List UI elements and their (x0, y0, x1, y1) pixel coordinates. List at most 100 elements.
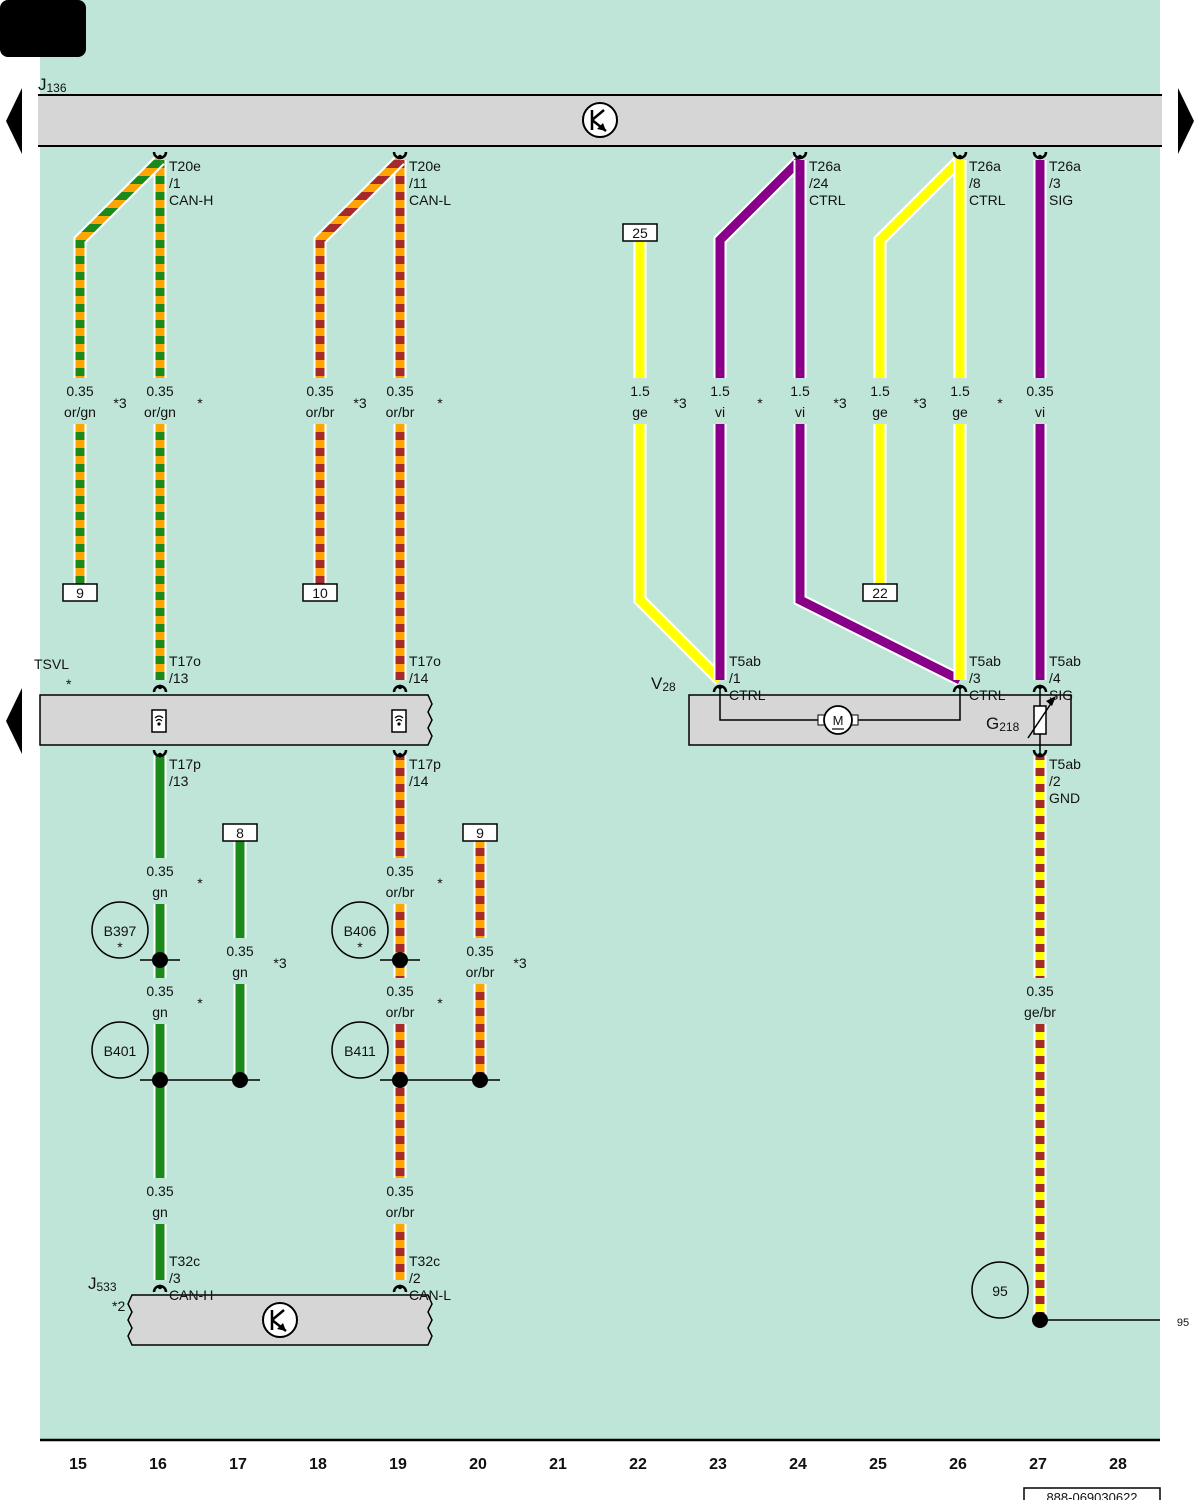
wire-size: 1.5 (630, 383, 650, 399)
wire-note: * (197, 395, 203, 411)
j136-label: J136 (38, 75, 67, 95)
connector-id: T26a (809, 158, 841, 174)
wire-color: ge (952, 404, 968, 420)
splice-circle (91, 901, 149, 959)
wire-size: 0.35 (146, 863, 173, 879)
wire-note: * (197, 875, 203, 891)
page-prev-arrow-icon[interactable] (6, 88, 22, 154)
j533-marker: *2 (112, 1298, 125, 1314)
wire-label-bg (218, 938, 262, 984)
separation-point-icon (151, 709, 167, 733)
junction-dot (1032, 1312, 1048, 1328)
wire-color: or/br (386, 1204, 415, 1220)
junction-dot (472, 1072, 488, 1088)
connector-pin: /1 (169, 175, 181, 191)
connector-pin: /24 (809, 175, 829, 191)
connector-id: T26a (969, 158, 1001, 174)
connector-id: T5ab (1049, 756, 1081, 772)
separation-point-icon-2 (391, 709, 407, 733)
wire-color: vi (715, 404, 725, 420)
wire-label-bg (458, 938, 502, 984)
wire-size: 0.35 (386, 383, 413, 399)
column-number: 19 (389, 1456, 407, 1473)
column-number: 21 (549, 1456, 567, 1473)
wire-label-bg (938, 378, 982, 424)
splice-name: B397 (104, 923, 137, 939)
connector-pin: /13 (169, 670, 189, 686)
column-number: 24 (789, 1456, 807, 1473)
reference-number: 8 (236, 825, 244, 841)
connector-pin-dot (157, 154, 163, 160)
column-number: 16 (149, 1456, 167, 1473)
motor-icon: M (817, 705, 859, 735)
connector-pin: /11 (409, 175, 428, 191)
wire-label-bg (618, 378, 662, 424)
connector-pin-dot (1037, 684, 1043, 690)
column-number: 23 (709, 1456, 727, 1473)
connector-pin-dot (157, 684, 163, 690)
connector-pin: /13 (169, 773, 189, 789)
connector-id: T32c (409, 1253, 440, 1269)
connector-id: T5ab (1049, 653, 1081, 669)
wire-color: or/br (386, 1004, 415, 1020)
component-j136[interactable] (38, 94, 1162, 147)
connector-pin-dot (717, 684, 723, 690)
connector-id: T17o (169, 653, 201, 669)
component-v28-g218[interactable]: M (688, 686, 1072, 756)
wire-size: 0.35 (146, 1183, 173, 1199)
wire-labels-layer: 0.35or/gn*30.35or/gn*0.35or/br*30.35or/b… (58, 378, 1062, 1224)
connector-id: T17o (409, 653, 441, 669)
wire-color: or/br (386, 404, 415, 420)
page-next-arrow-icon[interactable] (1178, 88, 1194, 154)
wire-label-bg (378, 978, 422, 1024)
wire-note: * (997, 395, 1003, 411)
wire-label-bg (58, 378, 102, 424)
wire-label-bg (138, 1178, 182, 1224)
connector-id: T17p (409, 756, 441, 772)
wire-size: 0.35 (146, 983, 173, 999)
connector-signal: CAN-H (169, 1287, 213, 1303)
reference-number: 22 (872, 585, 888, 601)
wire-label-bg (698, 378, 742, 424)
column-number: 15 (69, 1456, 87, 1473)
variable-resistor-icon (1027, 686, 1056, 756)
connector-id: T26a (1049, 158, 1081, 174)
wire-size: 0.35 (386, 863, 413, 879)
component-tsvl[interactable] (39, 694, 433, 746)
column-number: 20 (469, 1456, 487, 1473)
wire-label-bg (138, 378, 182, 424)
connectors-layer: T20e/1CAN-HT20e/11CAN-LT26a/24CTRLT26a/8… (152, 151, 1081, 1303)
splice-circle (331, 901, 389, 959)
connector-id: T32c (169, 1253, 200, 1269)
g218-label: G218 (986, 714, 1020, 734)
page-corner-tab (0, 0, 86, 57)
tsvl-marker: * (66, 676, 72, 692)
wire-note: * (757, 395, 763, 411)
reference-box (862, 583, 898, 602)
control-unit-icon-2 (262, 1302, 298, 1338)
wire-note: *3 (273, 955, 286, 971)
connector-pin: /3 (1049, 175, 1061, 191)
reference-number: 9 (76, 585, 84, 601)
wire (315, 156, 404, 585)
page-prev-arrow-icon-2[interactable] (6, 688, 22, 754)
v28-label: V28 (651, 674, 676, 694)
wire-note: * (437, 995, 443, 1011)
ground-edge-ref: 95 (1177, 1317, 1189, 1329)
connector-pin: /3 (969, 670, 981, 686)
wire-label-bg (858, 378, 902, 424)
wire-color: or/gn (144, 404, 176, 420)
reference-box (222, 823, 258, 842)
wire-size: 1.5 (950, 383, 970, 399)
connector-pin-dot (397, 752, 403, 758)
wire-note: *3 (113, 395, 126, 411)
junction-dot (392, 952, 408, 968)
connector-pin: /4 (1049, 670, 1061, 686)
wire-size: 0.35 (386, 983, 413, 999)
column-number: 28 (1109, 1456, 1127, 1473)
connector-pin: /2 (1049, 773, 1061, 789)
component-j533[interactable] (127, 1294, 433, 1346)
wire-color: or/br (386, 884, 415, 900)
wire (875, 156, 964, 585)
